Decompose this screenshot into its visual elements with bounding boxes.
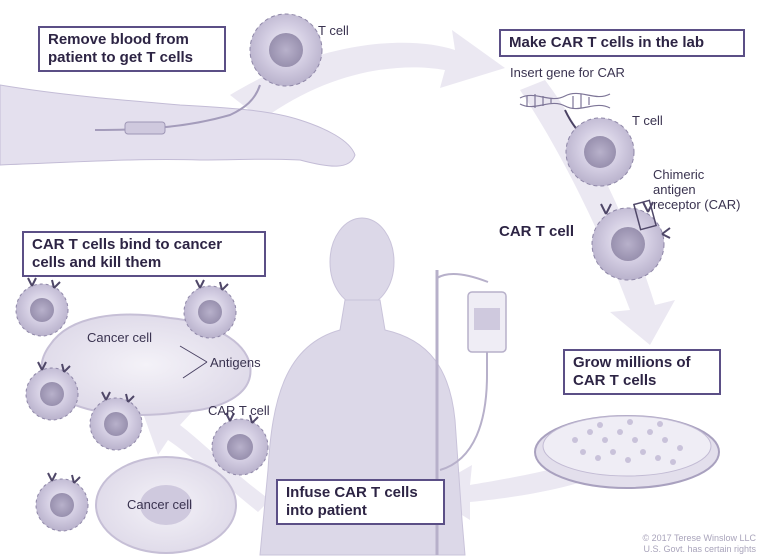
car-t-cell-bottom bbox=[36, 473, 88, 531]
iv-bag-label bbox=[474, 308, 500, 330]
label-car-t-cell-main: CAR T cell bbox=[499, 224, 574, 239]
label-t-cell-top: T cell bbox=[318, 23, 349, 38]
label-t-cell-lab: T cell bbox=[632, 113, 663, 128]
copyright-line-1: © 2017 Terese Winslow LLC bbox=[642, 533, 756, 544]
label-cancer-cell-bottom: Cancer cell bbox=[127, 497, 192, 512]
step-bind-kill: CAR T cells bind to cancer cells and kil… bbox=[22, 231, 266, 277]
t-cell-icon bbox=[250, 14, 322, 86]
step-remove-blood: Remove blood from patient to get T cells bbox=[38, 26, 226, 72]
label-cancer-cell-top: Cancer cell bbox=[87, 330, 152, 345]
car-t-cell-free bbox=[212, 413, 268, 475]
copyright-credit: © 2017 Terese Winslow LLC U.S. Govt. has… bbox=[642, 533, 756, 555]
label-car-t-cell-small: CAR T cell bbox=[208, 403, 270, 418]
copyright-line-2: U.S. Govt. has certain rights bbox=[642, 544, 756, 555]
label-insert-gene: Insert gene for CAR bbox=[510, 65, 625, 80]
step-infuse: Infuse CAR T cells into patient bbox=[276, 479, 445, 525]
label-chimeric-antigen-receptor: Chimeric antigen receptor (CAR) bbox=[653, 167, 745, 212]
t-cell-lab-icon bbox=[566, 118, 634, 186]
step-make-car-t: Make CAR T cells in the lab bbox=[499, 29, 745, 57]
car-t-cell-attack-2 bbox=[184, 280, 236, 338]
petri-dish-icon bbox=[535, 416, 719, 488]
car-t-cell-attack-1 bbox=[16, 278, 68, 336]
label-antigens: Antigens bbox=[210, 355, 261, 370]
needle-hub bbox=[125, 122, 165, 134]
step-grow: Grow millions of CAR T cells bbox=[563, 349, 721, 395]
